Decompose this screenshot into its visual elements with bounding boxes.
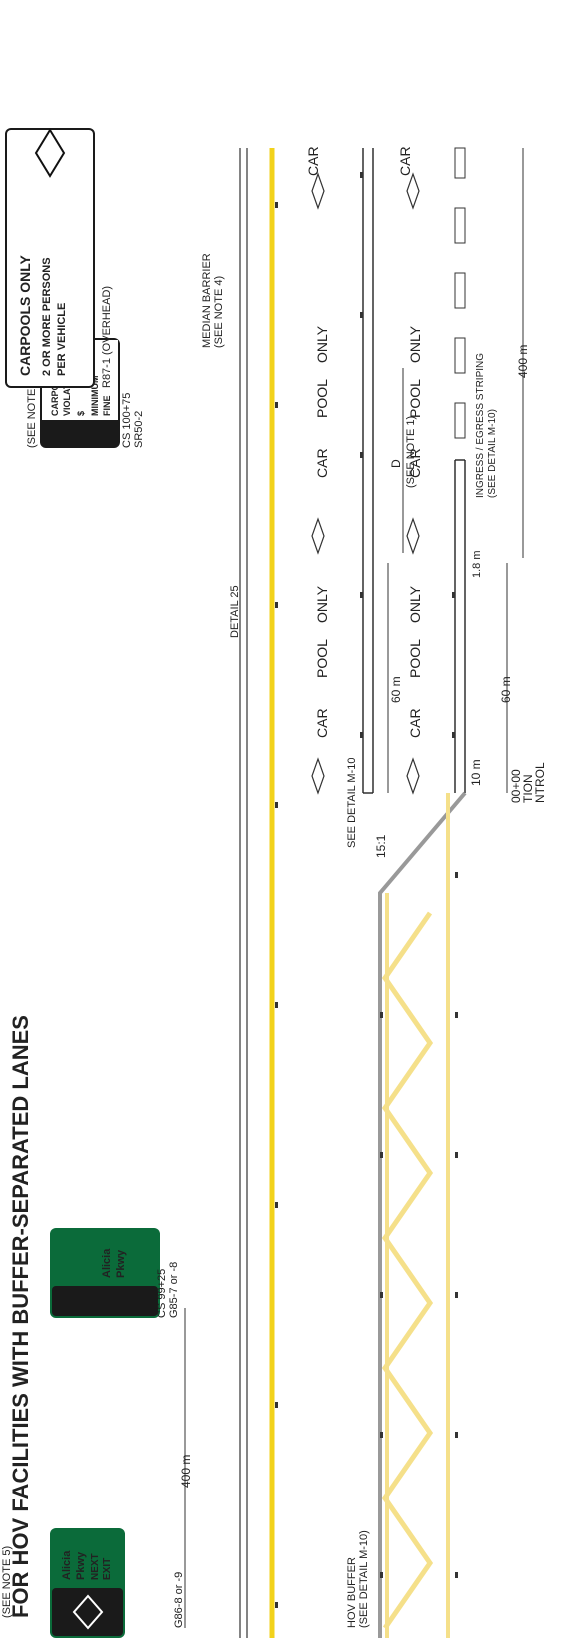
svg-text:POOL: POOL: [314, 379, 330, 418]
detail-25-label: DETAIL 25: [229, 585, 241, 638]
see-note-5: (SEE NOTE 5): [1, 1546, 13, 1618]
dim-1-8-label: 1.8 m: [471, 550, 483, 578]
svg-text:ONLY: ONLY: [407, 325, 423, 363]
sign-g85-code: G85-7 or -8: [168, 1262, 180, 1318]
sign-g85: Alicia Pkwy: [50, 1228, 160, 1318]
station-sub-1: TION: [521, 774, 535, 803]
drawing-title: FOR HOV FACILITIES WITH BUFFER-SEPARATED…: [8, 1015, 33, 1618]
svg-text:CAR: CAR: [407, 708, 423, 738]
pavement-markers: [275, 172, 458, 1608]
sign-sr50-station: CS 100+75: [121, 393, 133, 448]
svg-text:PER VEHICLE: PER VEHICLE: [56, 303, 68, 376]
ingress-egress-striping: [454, 147, 466, 439]
svg-text:CARPOOLS ONLY: CARPOOLS ONLY: [17, 255, 33, 376]
sign-g86: Alicia Pkwy NEXT EXIT: [50, 1528, 125, 1638]
svg-text:CAR: CAR: [314, 708, 330, 738]
pavement-words-upper-b: CAR POOL ONLY: [314, 325, 330, 478]
svg-text:Alicia: Alicia: [101, 1248, 113, 1278]
hov-buffer-label: HOV BUFFER: [346, 1557, 358, 1628]
see-detail-m10: SEE DETAIL M-10: [346, 758, 358, 848]
svg-text:POOL: POOL: [314, 639, 330, 678]
diamond-symbols: [311, 172, 420, 795]
sign-sr50-code: SR50-2: [133, 411, 145, 448]
taper-line: [378, 791, 467, 1638]
svg-text:ONLY: ONLY: [314, 585, 330, 623]
svg-text:CAR: CAR: [407, 448, 423, 478]
chevron-1: [381, 911, 434, 1630]
svg-text:ONLY: ONLY: [314, 325, 330, 363]
dim-10-label: 10 m: [469, 759, 483, 786]
dim-60-a-label: 60 m: [389, 676, 403, 703]
sign-r87-label: R87-1 (OVERHEAD): [101, 286, 113, 388]
sign-g86-code: G86-8 or -9: [173, 1572, 185, 1628]
dim-400-a-label: 400 m: [179, 1455, 193, 1488]
svg-text:POOL: POOL: [407, 379, 423, 418]
svg-text:MINIMUM: MINIMUM: [90, 376, 100, 417]
station-sub-2: NTROL: [533, 762, 547, 803]
svg-text:CAR: CAR: [314, 448, 330, 478]
svg-text:2 OR MORE PERSONS: 2 OR MORE PERSONS: [41, 257, 53, 376]
ingress-egress-label: INGRESS / EGRESS STRIPING: [475, 353, 486, 498]
svg-text:NEXT: NEXT: [90, 1553, 101, 1580]
svg-text:ONLY: ONLY: [407, 585, 423, 623]
dim-60-b-label: 60 m: [499, 676, 513, 703]
svg-text:CARPOOL: CARPOOL: [50, 370, 60, 416]
see-note-1: (SEE NOTE 1): [405, 416, 417, 488]
station-label: 00+00: [509, 769, 523, 803]
see-note-4: (SEE NOTE 4): [213, 276, 225, 348]
pavement-words-lower-a: CAR POOL ONLY: [407, 585, 423, 738]
svg-text:Pkwy: Pkwy: [75, 1551, 87, 1580]
svg-text:POOL: POOL: [407, 639, 423, 678]
svg-text:Alicia: Alicia: [61, 1550, 73, 1580]
see-note-3: (SEE NOTE 3): [26, 376, 38, 448]
dim-D-label: D: [389, 459, 403, 468]
pavement-words-lower-b: CAR POOL ONLY: [407, 325, 423, 478]
taper-label: 15:1: [374, 834, 388, 858]
pavement-car-top-2: CAR: [397, 146, 413, 176]
pavement-car-top-1: CAR: [305, 146, 321, 176]
hov-buffer-detail: (SEE DETAIL M-10): [358, 1530, 370, 1628]
sign-r87: CARPOOLS ONLY 2 OR MORE PERSONS PER VEHI…: [5, 128, 95, 388]
pavement-words-upper-a: CAR POOL ONLY: [314, 585, 330, 738]
median-barrier-label: MEDIAN BARRIER: [201, 253, 213, 348]
svg-text:FINE: FINE: [102, 395, 112, 416]
ingress-egress-detail: (SEE DETAIL M-10): [487, 409, 498, 498]
sign-g85-station: CS 99+25: [156, 1269, 168, 1318]
svg-text:EXIT: EXIT: [102, 1558, 113, 1580]
svg-text:$: $: [76, 411, 86, 416]
dim-400-b-label: 400 m: [516, 345, 530, 378]
svg-text:Pkwy: Pkwy: [115, 1249, 127, 1278]
svg-text:VIOLATION: VIOLATION: [62, 368, 72, 416]
